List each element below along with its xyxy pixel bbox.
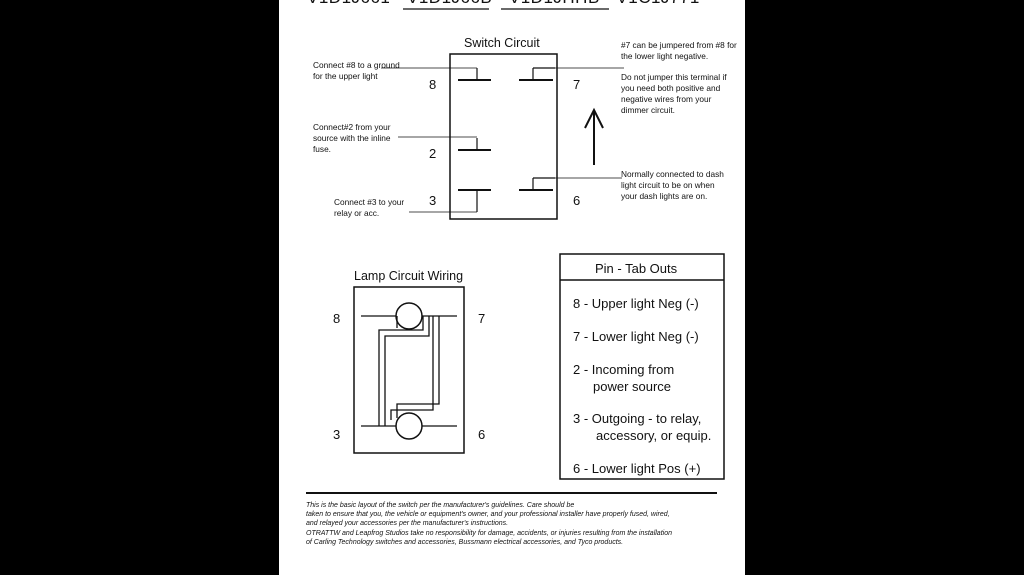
- pinout-item-2: 2 - Incoming from power source: [573, 362, 675, 394]
- note-connect-3: Connect #3 to your relay or acc.: [334, 197, 405, 218]
- switch-pin-2: 2: [429, 146, 437, 161]
- switch-body: [449, 53, 558, 220]
- pinout-item-3: 3 - Outgoing - to relay, accessory, or e…: [573, 411, 712, 443]
- diagram-lines: [306, 8, 725, 494]
- disclaimer-line: taken to ensure that you, the vehicle or…: [306, 511, 670, 519]
- pinout-title: Pin - Tab Outs: [595, 261, 678, 276]
- note-no-jumper: Do not jumper this terminal if you need …: [621, 72, 727, 115]
- switch-circuit-title: Switch Circuit: [464, 36, 540, 50]
- lamp-body: [353, 286, 465, 454]
- lamp-pin-3: 3: [333, 427, 341, 442]
- note-jumper-7: #7 can be jumpered from #8 for the lower…: [621, 40, 737, 61]
- disclaimer-line: OTRATTW and Leapfrog Studios take no res…: [306, 529, 672, 537]
- pinout-box: [559, 253, 725, 480]
- note-connect-2: Connect#2 from your source with the inli…: [313, 122, 391, 154]
- disclaimer-line: of Carling Technology switches and acces…: [306, 538, 624, 546]
- pinout-item-7: 7 - Lower light Neg (-): [573, 329, 699, 344]
- switch-pin-8: 8: [429, 77, 437, 92]
- pinout-item-6: 6 - Lower light Pos (+): [573, 461, 701, 476]
- switch-pin-3: 3: [429, 193, 437, 208]
- lamp-pin-8: 8: [333, 311, 341, 326]
- lamp-pin-7: 7: [478, 311, 486, 326]
- wiring-diagram-page: V1D1J661 - V1D1J66B - V1D1JHHB - V1C1J77…: [279, 0, 745, 575]
- lamp-pin-6: 6: [478, 427, 486, 442]
- pinout-item-8: 8 - Upper light Neg (-): [573, 296, 699, 311]
- note-pin-6: Normally connected to dash light circuit…: [621, 169, 724, 201]
- disclaimer-line: and relayed your accessories per the man…: [306, 520, 509, 528]
- lamp-circuit-title: Lamp Circuit Wiring: [354, 269, 464, 283]
- disclaimer-line: This is the basic layout of the switch p…: [306, 502, 575, 509]
- switch-pin-6: 6: [573, 193, 581, 208]
- note-connect-8: Connect #8 to a ground for the upper lig…: [313, 60, 400, 81]
- switch-pin-7: 7: [573, 77, 581, 92]
- disclaimer: This is the basic layout of the switch p…: [306, 501, 736, 547]
- part-numbers-header: V1D1J661 - V1D1J66B - V1D1JHHB - V1C1J77…: [307, 0, 700, 8]
